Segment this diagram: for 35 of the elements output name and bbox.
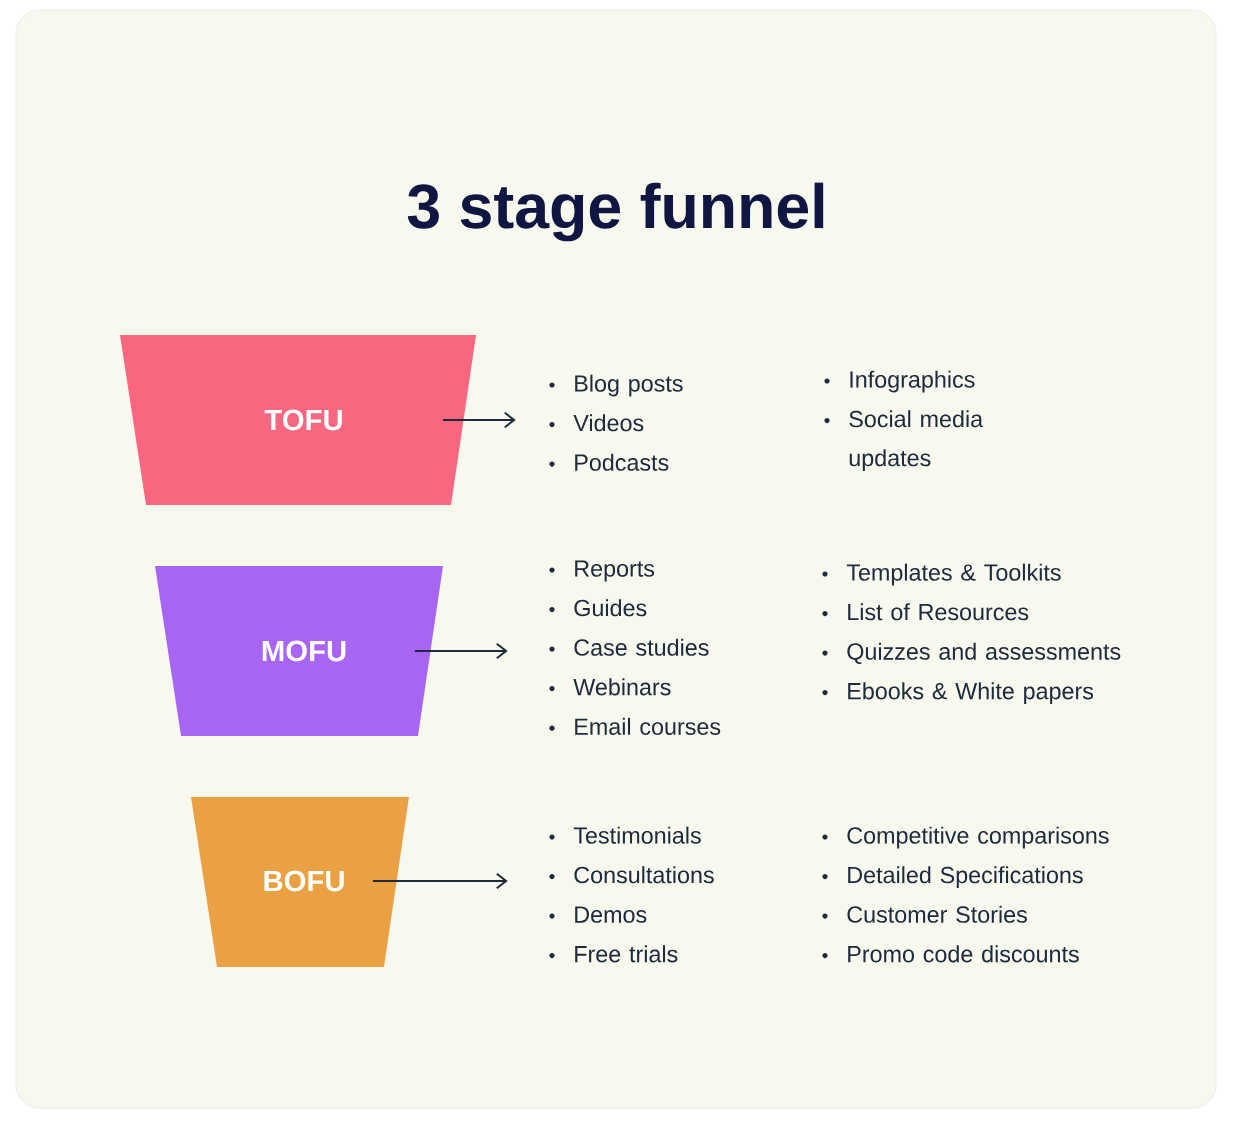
node-label: List of Resources [848, 603, 1029, 621]
node-label: Promo code discounts [848, 945, 1079, 963]
node-label: Quizzes and assessments [847, 642, 1121, 665]
node-label: Webinars [573, 678, 671, 696]
bullet-list: Blog posts Videos Podcasts [549, 374, 683, 471]
node-label: Blog posts [575, 374, 683, 397]
node-label: Reports [575, 560, 655, 582]
node-label: Competitive comparisons [847, 826, 1109, 849]
funnel-segment: BOFU [191, 797, 409, 967]
bullet-list: Reports Guides Case studies Webinars Email courses [549, 560, 721, 735]
bullet-list: Competitive comparisons Detailed Specifications Customer Stories Promo code discounts [822, 826, 1109, 963]
node-label: Social media updates [849, 410, 984, 471]
node-label: Demos [575, 906, 647, 923]
node-label: Guides [574, 599, 647, 617]
node-label: Templates & Toolkits [846, 563, 1061, 586]
title: 3 stage funnel [407, 182, 824, 242]
funnel-segment: TOFU [120, 335, 476, 505]
arrow [441, 411, 516, 429]
node-label: Ebooks & White papers [848, 682, 1094, 705]
arrow [371, 872, 508, 890]
arrow [413, 642, 508, 660]
node-label: Podcasts [575, 453, 669, 471]
node-label: Testimonials [573, 826, 701, 844]
bullet-list: Infographics Social media updates [824, 370, 984, 471]
node-label: Detailed Specifications [848, 866, 1083, 888]
node-label: Consultations [574, 866, 714, 884]
node-label: Free trials [575, 945, 678, 963]
node-label: Videos [573, 414, 644, 432]
funnel-segment: MOFU [155, 566, 443, 736]
node-label: Customer Stories [847, 905, 1027, 923]
node-label: Infographics [850, 370, 975, 393]
node-label: Email courses [575, 717, 721, 735]
bullet-list: Templates & Toolkits List of Resources Quizzes and assessments Ebooks & White papers [822, 563, 1121, 704]
bullet-list: Testimonials Consultations Demos Free trials [549, 826, 714, 963]
node-label: Case studies [574, 638, 709, 656]
